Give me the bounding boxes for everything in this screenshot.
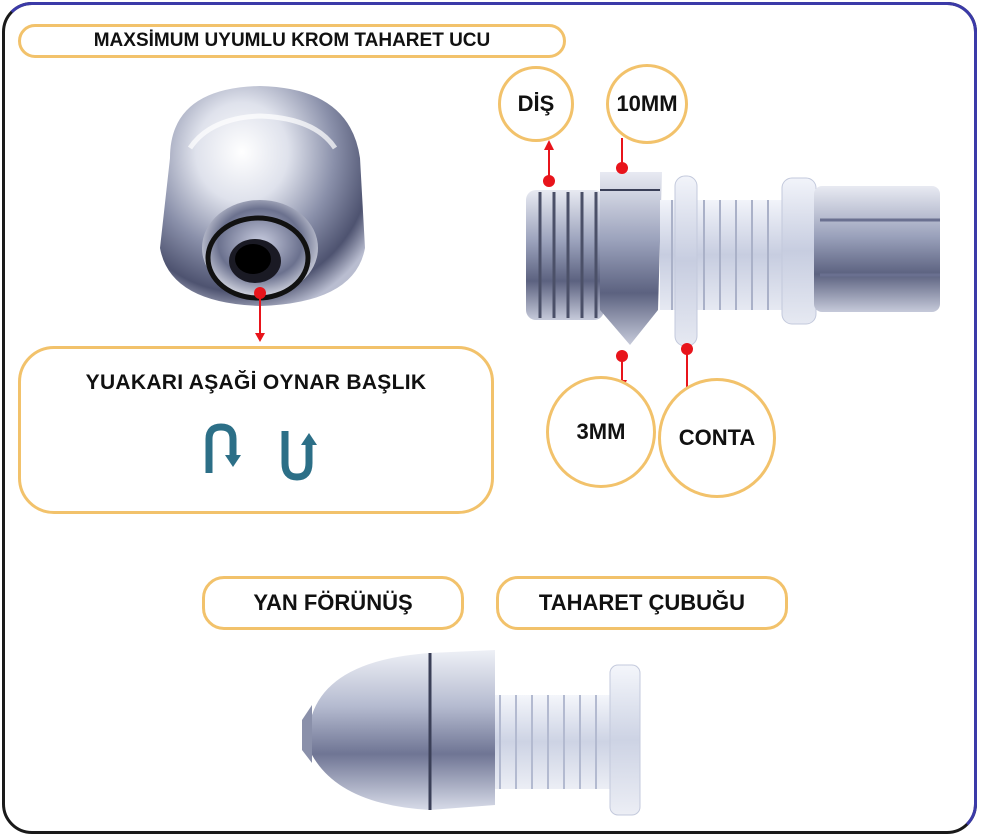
label-10mm: 10MM bbox=[606, 64, 688, 144]
label-gasket: CONTA bbox=[658, 378, 776, 498]
side-view-photo bbox=[302, 650, 641, 816]
head-panel: YUAKARI AŞAĞİ OYNAR BAŞLIK bbox=[18, 346, 494, 514]
label-side-view: YAN FÖRÜNÜŞ bbox=[202, 576, 464, 630]
arrow-up-down-icon bbox=[205, 423, 241, 473]
label-rod: TAHARET ÇUBUĞU bbox=[496, 576, 788, 630]
fitting-photo bbox=[526, 172, 940, 347]
label-thread: DİŞ bbox=[498, 66, 574, 142]
page-title: MAXSİMUM UYUMLU KROM TAHARET UCU bbox=[18, 24, 566, 58]
arrow-down-up-icon bbox=[281, 431, 317, 481]
head-front-photo bbox=[160, 86, 365, 342]
label-3mm: 3MM bbox=[546, 376, 656, 488]
head-panel-title: YUAKARI AŞAĞİ OYNAR BAŞLIK bbox=[85, 371, 427, 394]
